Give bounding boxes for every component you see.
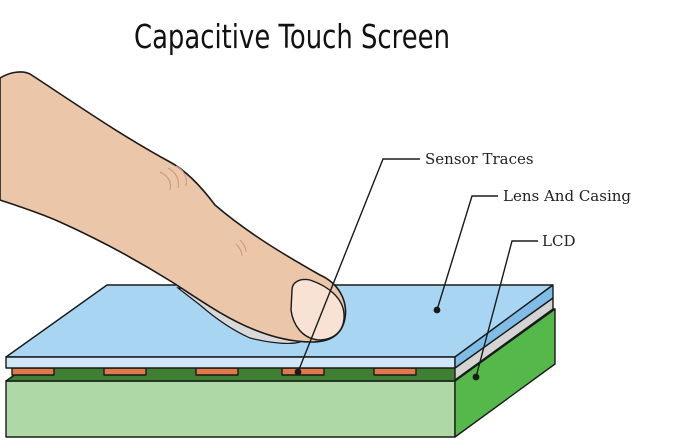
lcd-base-front	[5, 380, 456, 438]
leader-lens-casing	[436, 195, 498, 311]
lcd-base-side	[454, 308, 556, 438]
knuckle-crease	[159, 171, 172, 191]
sensor-trace	[281, 367, 325, 376]
sensor-trace	[11, 367, 55, 376]
finger	[0, 71, 347, 343]
label-sensor-traces: Sensor Traces	[425, 150, 534, 168]
knuckle-crease	[239, 239, 247, 253]
sensor-trace	[195, 367, 239, 376]
lens-front	[5, 356, 456, 369]
lens-side	[454, 284, 554, 369]
sensor-trace	[373, 367, 417, 376]
knuckle-crease	[167, 167, 180, 189]
diagram-title: Capacitive Touch Screen	[134, 17, 450, 56]
knuckle-crease	[235, 243, 243, 257]
label-lcd: LCD	[542, 232, 575, 250]
fingernail	[290, 278, 345, 341]
knuckle-crease	[175, 165, 188, 187]
sensor-trace	[103, 367, 147, 376]
finger-body	[0, 71, 347, 343]
leader-lcd	[475, 240, 538, 378]
label-lens-casing: Lens And Casing	[503, 187, 631, 205]
leader-dot-lens-casing	[433, 306, 441, 314]
leader-sensor-traces	[297, 158, 420, 373]
leader-dot-sensor-traces	[294, 368, 302, 376]
leader-lines	[294, 158, 538, 381]
leader-dot-lcd	[472, 373, 480, 381]
